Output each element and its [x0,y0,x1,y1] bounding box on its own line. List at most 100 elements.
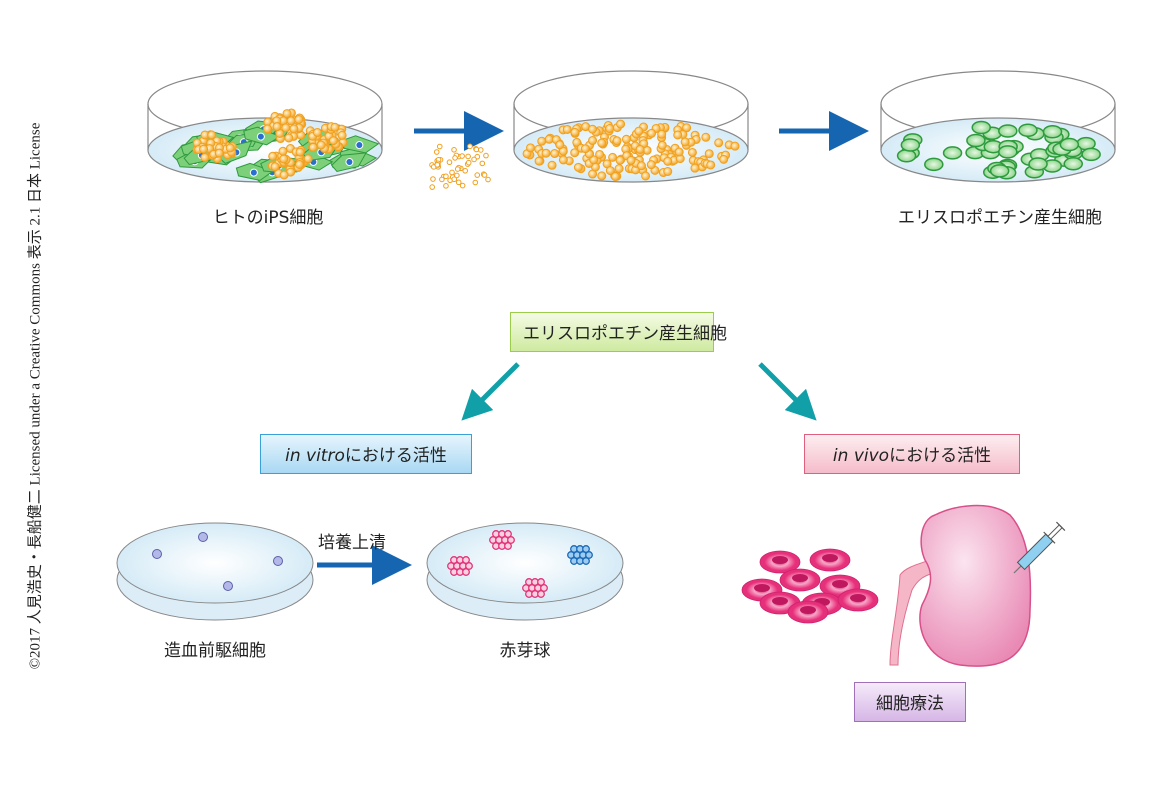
loose-cell [471,156,477,163]
epo-cell [998,145,1018,159]
loose-cell [481,172,488,178]
epo-cell [942,146,963,160]
differentiating-cell [573,162,583,172]
syringe-icon [1013,521,1066,574]
loose-cell [452,155,458,161]
epo-cell [924,157,944,172]
differentiating-cell [550,149,560,159]
differentiating-cell [690,163,700,173]
differentiating-cell [634,126,644,136]
loose-cell [465,159,472,166]
erythroblast-colony [567,545,593,565]
differentiating-cell [541,148,551,158]
differentiating-cell [719,154,729,164]
differentiating-cell [687,147,697,157]
differentiating-cell [547,160,557,170]
differentiating-cell [663,167,673,177]
differentiating-cell [704,149,714,159]
differentiating-cell [597,138,607,148]
differentiating-cell [572,137,582,147]
differentiating-cell [580,144,590,154]
loose-cell [446,159,453,166]
differentiating-cell [635,144,645,154]
ips-cells-label: ヒトのiPS細胞 [212,208,324,228]
red-blood-cell [809,548,851,572]
loose-cell [454,166,461,172]
in-vivo-italic: in vivo [832,446,890,466]
in-vitro-activity-box: in vitroにおける活性 [260,434,472,474]
differentiating-cell [614,164,624,174]
differentiating-cell [657,129,667,139]
differentiating-cell [588,136,598,146]
erythroblast-colony [522,578,548,598]
differentiating-cell [615,155,625,165]
differentiating-dish [513,70,749,183]
dissociated-cells [429,143,491,190]
differentiating-cell [534,156,544,166]
epo-cell [1059,137,1080,152]
loose-cell [462,167,469,174]
differentiating-cell [714,138,724,148]
differentiating-cell [680,137,690,147]
differentiating-cell [570,148,580,158]
culture-supernatant-label: 培養上清 [318,533,386,553]
ips-colony [263,108,307,144]
erythroblast-colony [447,556,473,576]
differentiating-cell [562,124,572,134]
loose-cell [459,153,465,159]
ips-colony [267,144,313,180]
differentiating-cell [526,143,536,153]
loose-cell [430,176,436,182]
ips-cell-dish [147,70,383,184]
loose-cell [443,173,449,180]
epo-cell [1081,147,1101,162]
differentiating-cell [597,171,607,181]
loose-cell [465,153,471,160]
red-blood-cell [837,588,879,612]
feeder-cell [331,152,367,172]
loose-cell [449,169,455,176]
loose-cell [436,143,443,150]
loose-cell [443,183,449,189]
loose-cell [474,172,481,178]
differentiating-cell [570,127,580,137]
kidney-illustration [889,504,1032,667]
differentiating-cell [647,128,657,138]
differentiating-cell [537,136,547,146]
red-blood-cell [779,568,821,592]
epo-cell [1028,157,1048,171]
differentiating-cell [612,136,622,146]
loose-cell [429,184,436,190]
hematopoietic-progenitor-label: 造血前駆細胞 [164,641,266,661]
differentiating-cell [621,134,631,144]
differentiating-cell [595,149,605,159]
differentiating-cell [589,155,599,165]
cell-therapy-box: 細胞療法 [854,682,966,722]
differentiating-cell [608,152,618,162]
differentiating-cell [616,119,626,129]
differentiating-cell [657,140,667,150]
epo-cell [1018,123,1038,138]
feeder-cell [243,126,281,146]
differentiating-cell [682,123,692,133]
erythroblast-dish [426,522,624,621]
red-blood-cells [741,548,879,624]
differentiating-cell [605,124,615,134]
differentiating-cell [701,132,711,142]
differentiating-cell [588,124,598,134]
epo-cell [971,120,991,135]
red-blood-cell [759,550,801,574]
epo-cell [896,149,917,163]
erythroblast-label: 赤芽球 [499,641,551,661]
ips-colony [192,130,237,164]
loose-cell [459,182,466,189]
epo-cells-label: エリスロポエチン産生細胞 [898,208,1102,228]
ips-colony [305,122,348,154]
feeder-cell [235,162,274,181]
progenitor-dish [116,522,314,621]
differentiating-cell [706,160,716,170]
differentiating-cell [663,156,673,166]
loose-cell [439,176,445,183]
loose-cell [479,160,486,167]
loose-cell [451,146,457,153]
